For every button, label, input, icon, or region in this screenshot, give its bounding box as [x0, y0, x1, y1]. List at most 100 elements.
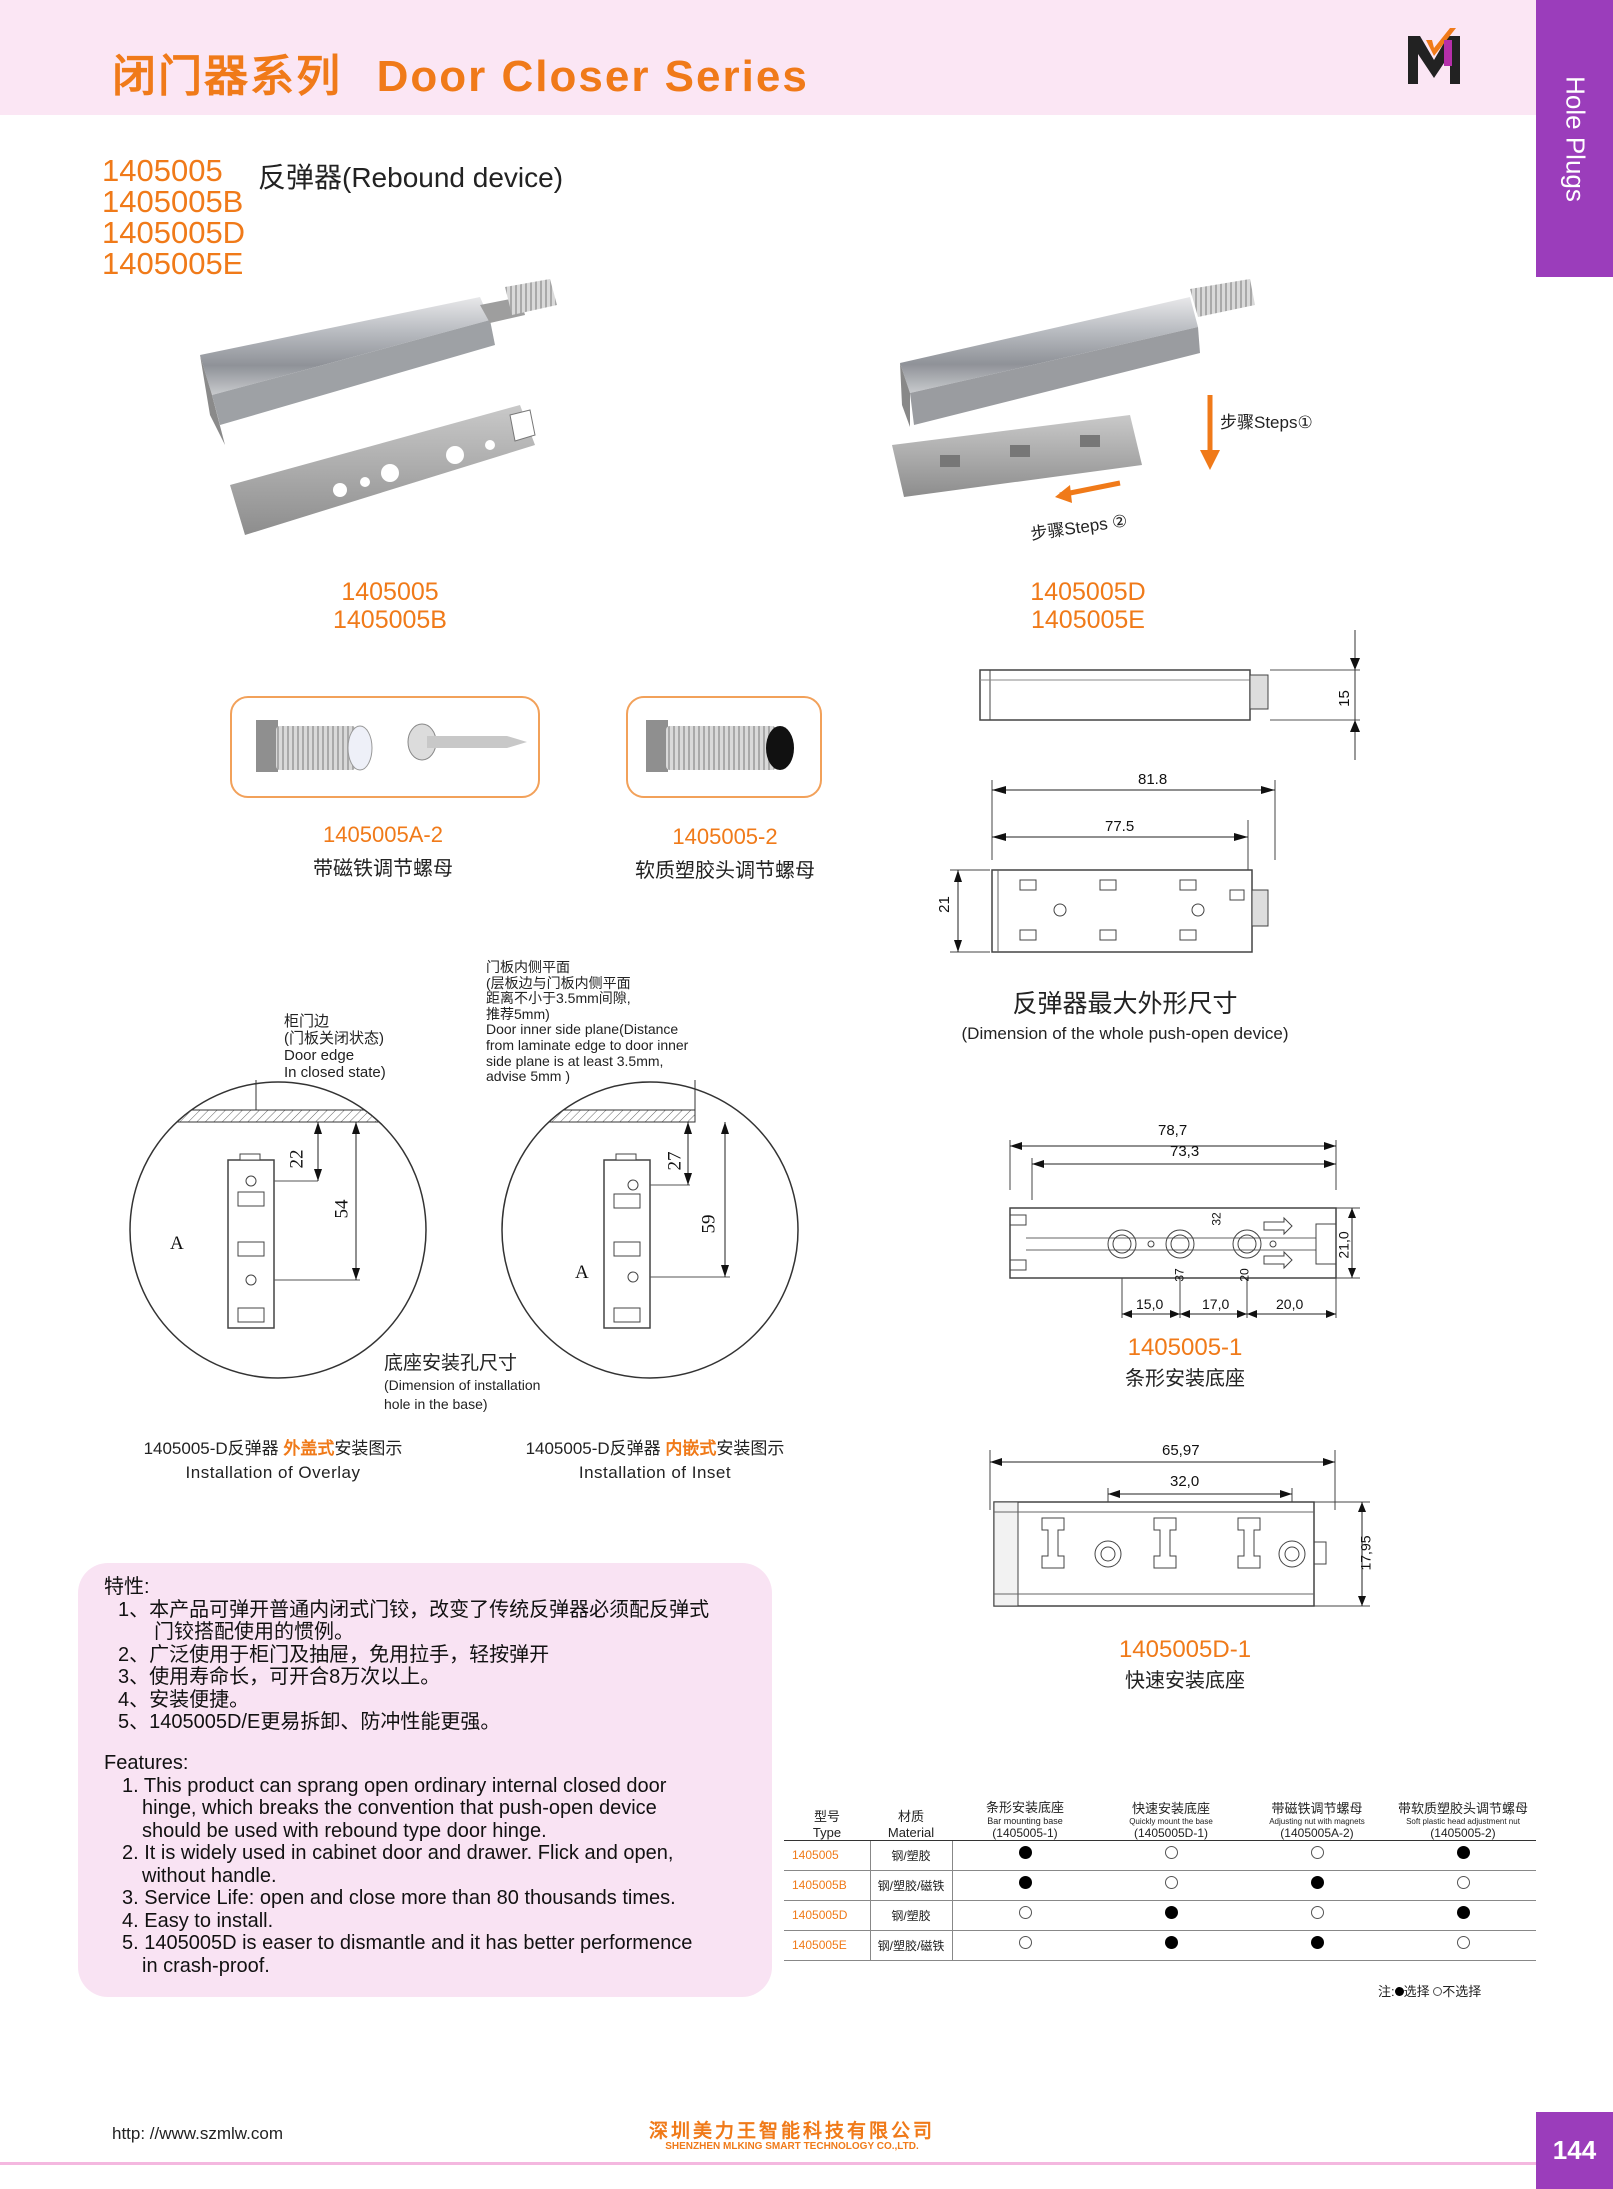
selected-dot-icon [1164, 1906, 1178, 1919]
unselected-dot-icon [1018, 1936, 1032, 1949]
selected-dot-icon [1310, 1876, 1324, 1889]
option-cell [1244, 1840, 1390, 1871]
magnet-nut-photo [256, 720, 527, 772]
table-note: 注:选择 不选择 [1378, 1984, 1482, 1999]
bar-dim-seg2: 17,0 [1202, 1296, 1230, 1312]
page-number: 144 [1536, 2112, 1613, 2189]
option-cell [1244, 1930, 1390, 1961]
bar-dim-inner: 73,3 [1170, 1143, 1200, 1160]
quick-dim-overall: 65,97 [1162, 1442, 1200, 1459]
page-title: 闭门器系列 Door Closer Series [112, 40, 809, 104]
unselected-dot-icon [1018, 1906, 1032, 1919]
unselected-dot-icon [1433, 1987, 1443, 1996]
device-side-drawing [979, 630, 1360, 760]
selected-dot-icon [1394, 1987, 1404, 1996]
quick-dim-height: 17,95 [1357, 1535, 1374, 1571]
door-edge-label: 柜门边 (门板关闭状态) Door edge In closed state) [284, 1013, 386, 1081]
option-cell [1390, 1900, 1536, 1931]
overlay-dim-a: 22 [286, 1149, 308, 1169]
overlay-dim-b: 54 [331, 1199, 353, 1219]
bar-dim-height: 21,0 [1335, 1231, 1352, 1259]
unselected-dot-icon [1310, 1906, 1324, 1919]
dim-width: 21 [935, 896, 953, 913]
bar-dim-overall: 78,7 [1158, 1122, 1188, 1139]
row-type: 1405005E [784, 1930, 870, 1961]
inset-label-a: A [575, 1262, 589, 1283]
bar-mark-32: 32 [1209, 1212, 1224, 1226]
unselected-dot-icon [1456, 1876, 1470, 1889]
inset-dim-b: 59 [698, 1214, 720, 1234]
option-cell [1390, 1870, 1536, 1901]
accessory-box-magnet [230, 696, 540, 798]
product-photo-right [892, 279, 1255, 503]
features-cn: 特性: 1、本产品可弹开普通内闭式门铰，改变了传统反弹器必须配反弹式 门铰搭配使… [104, 1576, 710, 1733]
step-1-label: 步骤Steps① [1220, 413, 1313, 432]
option-cell [1244, 1900, 1390, 1931]
product-name: 反弹器(Rebound device) [258, 162, 564, 193]
bar-dim-seg1: 15,0 [1136, 1296, 1164, 1312]
option-cell [1098, 1930, 1244, 1961]
option-cell [952, 1870, 1098, 1901]
base-hole-label: 底座安装孔尺寸 (Dimension of installation hole … [384, 1353, 541, 1412]
model-number: 1405005E [102, 246, 244, 281]
selected-dot-icon [1018, 1876, 1032, 1889]
row-material: 钢/塑胶 [869, 1900, 953, 1931]
model-number: 1405005 [102, 153, 223, 188]
dimension-title-cn: 反弹器最大外形尺寸 [1012, 990, 1238, 1018]
option-cell [952, 1930, 1098, 1961]
inner-plane-label: 门板内侧平面 (层板边与门板内侧平面 距离不小于3.5mm间隙, 推荐5mm) … [486, 959, 689, 1085]
device-top-drawing [950, 780, 1276, 953]
bar-mark-20: 20 [1237, 1268, 1252, 1282]
overlay-installation-drawing [129, 1080, 427, 1379]
option-cell [1098, 1900, 1244, 1931]
dimension-title-en: (Dimension of the whole push-open device… [961, 1024, 1289, 1043]
inset-installation-drawing [501, 1080, 799, 1379]
bar-dim-seg3: 20,0 [1276, 1296, 1304, 1312]
dim-overall-length: 81.8 [1138, 771, 1168, 788]
mlking-logo-icon [1408, 28, 1460, 84]
row-type: 1405005 [784, 1840, 870, 1871]
model-number: 1405005D [102, 215, 246, 250]
footer-url[interactable]: http: //www.szmlw.com [112, 2124, 283, 2143]
bar-base-drawing [1009, 1140, 1360, 1318]
selected-dot-icon [1456, 1846, 1470, 1859]
inset-dim-a: 27 [664, 1151, 686, 1171]
unselected-dot-icon [1164, 1846, 1178, 1859]
option-cell [1098, 1840, 1244, 1871]
photo-caption-right: 1405005D 1405005E [1030, 578, 1146, 634]
selected-dot-icon [1164, 1936, 1178, 1949]
footer-divider [0, 2162, 1536, 2165]
bar-mark-37: 37 [1172, 1268, 1187, 1282]
title-en: Door Closer Series [376, 52, 809, 101]
title-cn: 闭门器系列 [112, 51, 342, 102]
quick-base-drawing [989, 1450, 1370, 1607]
row-type: 1405005B [784, 1870, 870, 1901]
option-cell [952, 1840, 1098, 1871]
quick-dim-inner: 32,0 [1170, 1473, 1200, 1490]
model-list: 1405005 1405005B 1405005D 1405005E [102, 155, 245, 279]
option-cell [1098, 1870, 1244, 1901]
row-type: 1405005D [784, 1900, 870, 1931]
row-material: 钢/塑胶 [869, 1840, 953, 1871]
footer-company-en: SHENZHEN MLKING SMART TECHNOLOGY CO.,LTD… [665, 2141, 919, 2152]
selected-dot-icon [1456, 1906, 1470, 1919]
inset-caption: 1405005-D反弹器 内嵌式安装图示 Installation of Ins… [525, 1439, 785, 1482]
quick-base-caption: 1405005D-1 快速安装底座 [1118, 1636, 1252, 1692]
dim-height: 15 [1335, 690, 1353, 707]
product-photo-left [200, 279, 557, 535]
option-cell [952, 1900, 1098, 1931]
photo-caption-left: 1405005 1405005B [332, 578, 447, 634]
row-material: 钢/塑胶/磁铁 [869, 1930, 953, 1961]
selected-dot-icon [1310, 1936, 1324, 1949]
features-panel [78, 1563, 772, 1997]
model-number: 1405005B [102, 184, 244, 219]
